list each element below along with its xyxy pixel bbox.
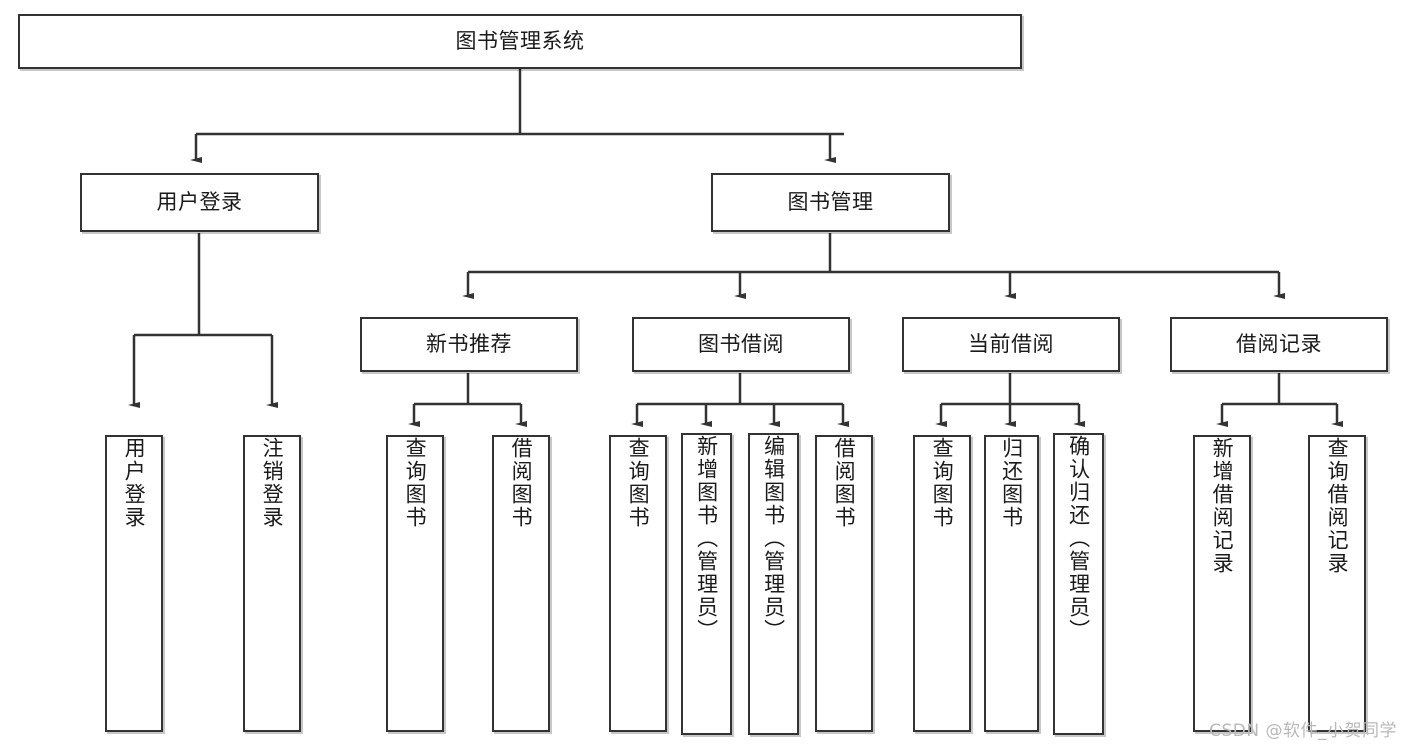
node-label: 图书管理 [787, 189, 874, 214]
node-label: 编辑图书（管理员） [761, 435, 786, 642]
leaf-borrow-edit-book[interactable]: 编辑图书（管理员） [748, 433, 799, 735]
node-label: 查询图书 [930, 437, 955, 529]
node-label: 借阅图书 [509, 437, 534, 529]
node-label: 图书借阅 [698, 331, 784, 356]
node-label: 查询图书 [626, 437, 651, 529]
node-label: 借阅图书 [832, 437, 857, 529]
node-label: 借阅记录 [1236, 331, 1322, 356]
edge-book-borrow-to-leaves [631, 373, 849, 427]
node-borrowing-records[interactable]: 借阅记录 [1170, 317, 1388, 372]
node-book-management[interactable]: 图书管理 [711, 173, 950, 232]
node-label: 图书管理系统 [455, 28, 585, 53]
leaf-rec-borrow-book[interactable]: 借阅图书 [492, 435, 550, 732]
leaf-user-login[interactable]: 用户登录 [105, 435, 163, 732]
edge-book-manage-to-level3 [462, 233, 1285, 299]
edge-borrow-record-to-leaves [1216, 373, 1343, 427]
leaf-logout[interactable]: 注销登录 [243, 435, 301, 732]
leaf-borrow-borrow-book[interactable]: 借阅图书 [815, 435, 873, 732]
leaf-cur-confirm-return[interactable]: 确认归还（管理员） [1053, 433, 1104, 735]
node-label: 查询借阅记录 [1325, 437, 1350, 575]
leaf-rec-query-record[interactable]: 查询借阅记录 [1308, 435, 1366, 732]
node-label: 新书推荐 [426, 331, 512, 356]
csdn-watermark: CSDN @软件_小贺同学 [1209, 721, 1397, 741]
edge-new-book-rec-to-leaves [408, 373, 527, 427]
node-label: 确认归还（管理员） [1066, 435, 1091, 642]
node-label: 当前借阅 [968, 331, 1054, 356]
edge-current-borrow-to-leaves [935, 373, 1085, 427]
node-new-book-recommendation[interactable]: 新书推荐 [360, 317, 578, 372]
node-current-borrowing[interactable]: 当前借阅 [902, 317, 1120, 372]
leaf-borrow-query-book[interactable]: 查询图书 [609, 435, 667, 732]
node-label: 归还图书 [999, 437, 1024, 529]
edge-user-login-to-leaves [128, 233, 278, 408]
node-label: 新增图书（管理员） [694, 435, 719, 642]
edge-root-to-level2 [190, 69, 844, 163]
node-label: 查询图书 [403, 437, 428, 529]
leaf-rec-query-book[interactable]: 查询图书 [386, 435, 444, 732]
node-label: 注销登录 [260, 437, 285, 529]
leaf-borrow-add-book[interactable]: 新增图书（管理员） [681, 433, 732, 735]
node-label: 用户登录 [122, 437, 147, 529]
node-label: 新增借阅记录 [1210, 437, 1235, 575]
leaf-rec-add-record[interactable]: 新增借阅记录 [1193, 435, 1251, 732]
leaf-cur-return-book[interactable]: 归还图书 [984, 435, 1039, 732]
node-user-login[interactable]: 用户登录 [80, 173, 319, 232]
leaf-cur-query-book[interactable]: 查询图书 [913, 435, 971, 732]
node-label: 用户登录 [156, 189, 243, 214]
node-book-borrowing[interactable]: 图书借阅 [632, 317, 850, 372]
node-root-book-management-system[interactable]: 图书管理系统 [18, 14, 1022, 69]
